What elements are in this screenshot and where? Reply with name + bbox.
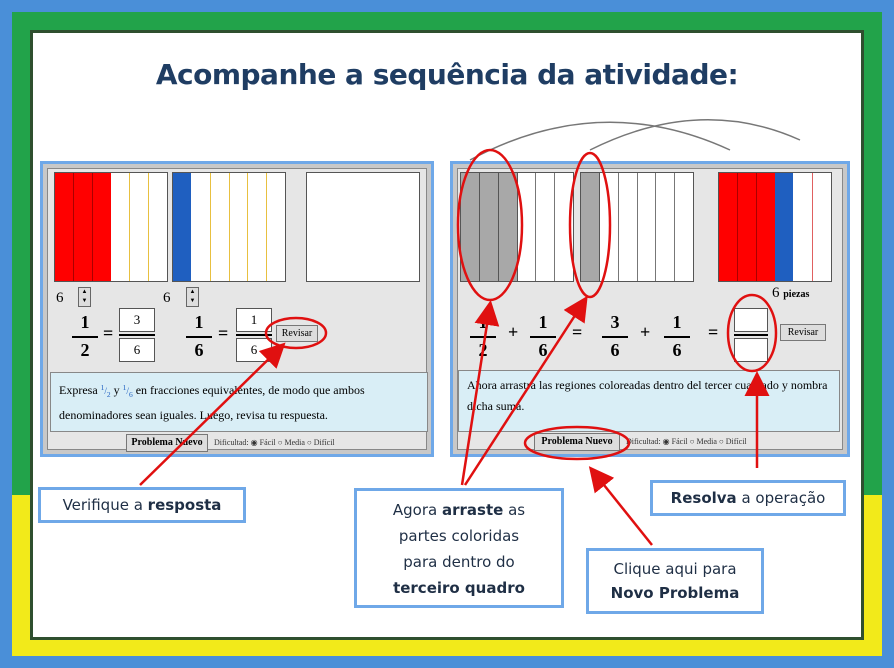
highlight-half-parts [456, 148, 524, 302]
answer-numerator-2[interactable]: 1 [236, 308, 272, 332]
revisar-button[interactable]: Revisar [780, 324, 826, 341]
result-box-empty [306, 172, 420, 282]
fraction-box-sixth [172, 172, 286, 282]
difficulty-option-dificil[interactable]: Difícil [313, 438, 335, 447]
denominator-stepper-1: 6 [56, 290, 64, 307]
highlight-sixth-part [568, 151, 612, 299]
fraction-bar [236, 334, 272, 336]
highlight-problema-nuevo [523, 425, 631, 461]
instructions-text: Expresa [59, 383, 98, 397]
callout-verifique: Verifique a resposta [38, 487, 246, 523]
difficulty-option-dificil[interactable]: Difícil [725, 437, 747, 446]
equals-sign: = [572, 322, 583, 342]
sum-denominator-input[interactable] [734, 338, 768, 362]
difficulty-label: Dificultad: [626, 437, 661, 446]
stepper-arrows-1[interactable]: ▲▼ [78, 287, 91, 307]
pieces-count: 6 [772, 285, 780, 301]
equals-sign: = [218, 323, 229, 343]
plus-sign: + [640, 322, 651, 342]
difficulty-selector: Dificultad: ◉ Fácil ○ Media ○ Difícil [214, 438, 335, 447]
stepper-value: 6 [56, 290, 64, 306]
fraction-box-half [54, 172, 168, 282]
highlight-revisar [264, 316, 328, 350]
equals-sign: = [708, 322, 719, 342]
highlight-sum-input [726, 293, 778, 373]
stepper-arrows-2[interactable]: ▲▼ [186, 287, 199, 307]
sum-numerator-input[interactable] [734, 308, 768, 332]
addend-one-sixth: 1 6 [530, 312, 556, 362]
instructions-text: en fracciones equivalentes, de modo que … [59, 383, 365, 422]
stepper-value: 6 [163, 290, 171, 306]
problema-nuevo-button[interactable]: Problema Nuevo [534, 433, 620, 451]
fraction-bar [119, 334, 155, 336]
callout-clique: Clique aqui para Novo Problema [586, 548, 764, 614]
plus-sign: + [508, 322, 519, 342]
equivalent-three-sixths: 3 6 [602, 312, 628, 362]
difficulty-option-facil[interactable]: Fácil [671, 437, 688, 446]
result-box-filled [718, 172, 832, 282]
pieces-label: piezas [783, 289, 810, 300]
fraction-one-half: 1 2 [72, 312, 98, 362]
answer-numerator-1[interactable]: 3 [119, 308, 155, 332]
denominator-stepper-2: 6 [163, 290, 171, 307]
pieces-counter: 6 piezas [772, 285, 809, 302]
callout-arraste: Agora arraste as partes coloridas para d… [354, 488, 564, 608]
answer-denominator-1[interactable]: 6 [119, 338, 155, 362]
slide-title: Acompanhe a sequência da atividade: [155, 58, 739, 91]
instructions-panel: Ahora arrastra las regiones coloreadas d… [458, 370, 840, 432]
instructions-text: y [113, 383, 120, 397]
equals-sign: = [103, 323, 114, 343]
callout-resolva: Resolva a operação [650, 480, 846, 516]
difficulty-option-media[interactable]: Media [284, 438, 305, 447]
drag-arc-2 [589, 119, 801, 151]
difficulty-label: Dificultad: [214, 438, 249, 447]
inline-fraction-sixth: 1/6 [122, 383, 133, 399]
fraction-box-sixth-dragged [580, 172, 694, 282]
drag-arc-1 [469, 121, 731, 161]
difficulty-selector: Dificultad: ◉ Fácil ○ Media ○ Difícil [626, 437, 747, 446]
inline-fraction-half: 1/2 [100, 383, 111, 399]
difficulty-option-media[interactable]: Media [696, 437, 717, 446]
fraction-bar [734, 334, 768, 336]
difficulty-option-facil[interactable]: Fácil [259, 438, 276, 447]
instructions-panel: Expresa 1/2 y 1/6 en fracciones equivale… [50, 372, 428, 432]
revisar-button[interactable]: Revisar [276, 325, 318, 342]
fraction-one-sixth: 1 6 [186, 312, 212, 362]
equivalent-one-sixth: 1 6 [664, 312, 690, 362]
